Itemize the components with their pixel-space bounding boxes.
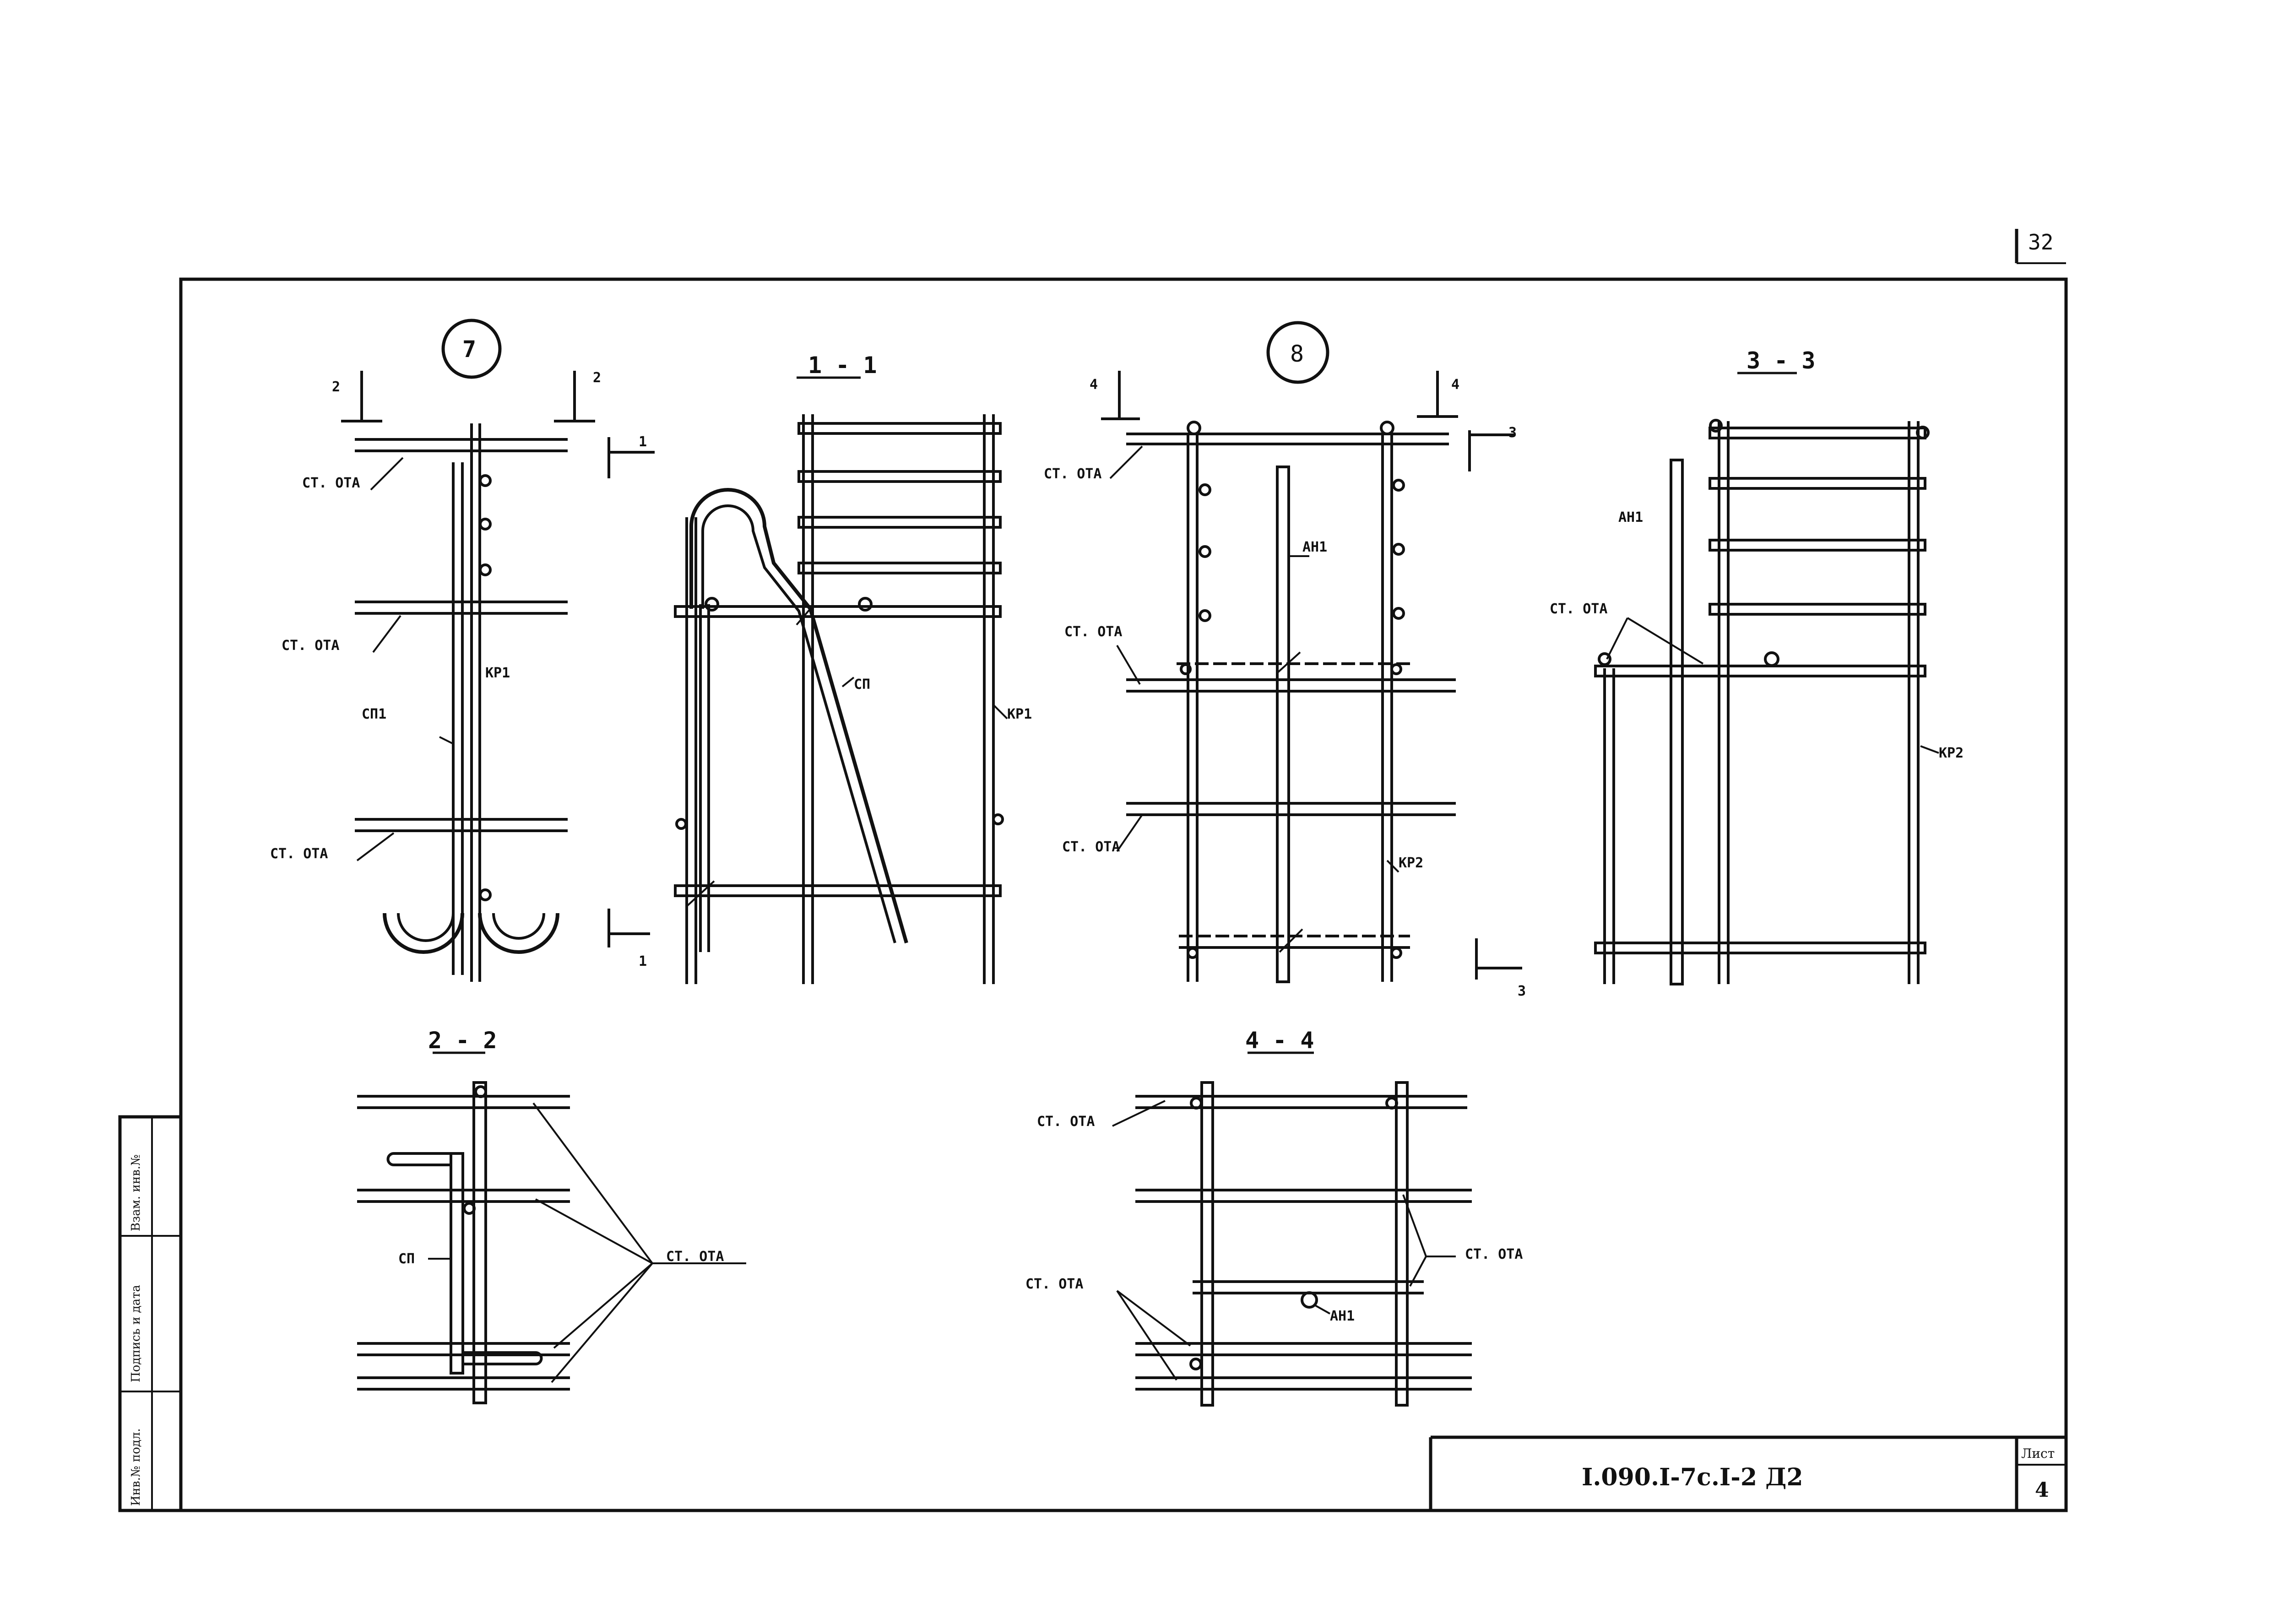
node-8-label-st-1: СТ. ОТА (1044, 466, 1101, 482)
node-8-label-st-3: СТ. ОТА (1062, 839, 1120, 855)
section-3-3-label-st: СТ. ОТА (1550, 601, 1607, 617)
section-1-1-label-kr: КР1 (1007, 706, 1032, 722)
section-1-1-drawing (674, 376, 1008, 984)
section-1-1-label-sp: СП (854, 677, 870, 693)
section-4-4-label-st-3: СТ. ОТА (1025, 1276, 1083, 1292)
node-8-label-an: АН1 (1302, 539, 1327, 555)
node-7-label-st-2: СТ. ОТА (282, 638, 339, 654)
node-7-title: 7 (462, 336, 476, 363)
section-2-2-label-sp: СП (398, 1251, 415, 1267)
node-8-cut-3-bottom: 3 (1518, 983, 1526, 999)
section-3-3-drawing (1594, 372, 1939, 985)
node-7-cut-2-left: 2 (332, 379, 340, 395)
section-2-2-drawing (357, 1051, 746, 1404)
node-8-label-kr: КР2 (1399, 855, 1423, 871)
section-2-2-label-st: СТ. ОТА (666, 1249, 724, 1265)
drawing-code: I.090.I-7c.I-2 Д2 (1582, 1463, 1803, 1491)
node-8-cut-4-left: 4 (1090, 377, 1098, 393)
section-1-1-title: 1 - 1 (808, 352, 877, 379)
stamp-signature-date: Подпись и дата (129, 1285, 143, 1382)
section-4-4-label-st-2: СТ. ОТА (1465, 1246, 1523, 1262)
node-7-cut-1-bottom: 1 (639, 953, 647, 969)
section-4-4-drawing (1112, 1051, 1472, 1407)
node-8-drawing (1101, 321, 1522, 983)
node-8-title: 8 (1290, 341, 1304, 367)
node-7-label-st-1: СТ. ОТА (302, 475, 360, 491)
node-7-drawing (341, 319, 655, 982)
node-7-cut-2-right: 2 (593, 370, 601, 386)
node-7-label-sp: СП1 (362, 706, 386, 722)
section-3-3-label-an: АН1 (1618, 509, 1643, 525)
drawing-frame (118, 229, 2068, 1512)
node-7-label-st-3: СТ. ОТА (270, 846, 328, 862)
node-8-cut-4-right: 4 (1451, 377, 1459, 393)
section-3-3-label-kr: КР2 (1939, 745, 1964, 761)
stamp-replace-inv: Взам. инв.№ (129, 1154, 143, 1231)
node-8-label-st-2: СТ. ОТА (1064, 624, 1122, 640)
node-7-cut-1-top: 1 (639, 434, 647, 450)
sheet-label: Лист (2021, 1446, 2055, 1461)
node-7-label-kr: КР1 (485, 665, 510, 681)
section-4-4-label-an: АН1 (1330, 1308, 1355, 1324)
node-8-cut-3-top: 3 (1508, 425, 1517, 441)
sheet-number: 4 (2035, 1478, 2049, 1502)
section-2-2-title: 2 - 2 (428, 1027, 497, 1054)
section-4-4-title: 4 - 4 (1245, 1027, 1314, 1054)
section-3-3-title: 3 - 3 (1747, 347, 1816, 374)
page-number: 32 (2028, 230, 2053, 254)
stamp-inv-no: Инв.№ подл. (129, 1428, 143, 1506)
section-4-4-label-st-1: СТ. ОТА (1037, 1114, 1095, 1130)
